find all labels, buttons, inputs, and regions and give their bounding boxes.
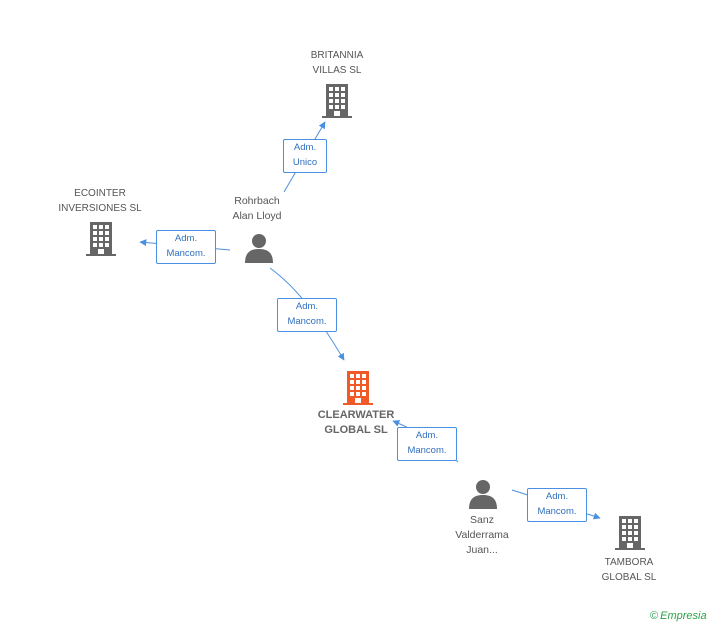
copyright-symbol: ©: [650, 610, 659, 622]
edge-role-line: Mancom.: [537, 506, 577, 517]
brand-name: Empresia: [660, 610, 707, 622]
building-icon[interactable]: [615, 516, 645, 550]
building-icon[interactable]: [322, 84, 352, 118]
node-name-line: Alan Lloyd: [232, 210, 282, 222]
edge-label-sanz-clearwater: Adm. Mancom.: [397, 427, 457, 461]
node-name-line: CLEARWATER: [317, 409, 395, 421]
node-name-line: TAMBORA: [604, 557, 654, 568]
node-name-line: Sanz: [470, 514, 494, 526]
node-rohrbach-label[interactable]: Rohrbach Alan Lloyd: [218, 194, 296, 224]
edge-role-line: Mancom.: [287, 316, 327, 327]
edge-role-line: Mancom.: [407, 445, 447, 456]
empresia-logo: ©Empresia: [650, 610, 707, 622]
node-name-line: GLOBAL SL: [601, 572, 657, 583]
node-tambora-label[interactable]: TAMBORA GLOBAL SL: [590, 555, 668, 585]
person-icon[interactable]: [245, 234, 273, 263]
node-britannia-label[interactable]: BRITANNIA VILLAS SL: [298, 48, 376, 78]
node-sanz-label[interactable]: Sanz Valderrama Juan...: [442, 513, 522, 558]
node-name-line: ECOINTER: [74, 188, 126, 199]
building-icon[interactable]: [343, 371, 373, 405]
edge-role-line: Adm.: [174, 233, 198, 244]
building-icon[interactable]: [86, 222, 116, 256]
node-name-line: Juan...: [466, 544, 498, 556]
edge-role-line: Adm.: [415, 430, 439, 441]
edge-label-rohrbach-britannia: Adm. Unico: [283, 139, 327, 173]
node-name-line: Valderrama: [455, 529, 509, 541]
edge-role-line: Mancom.: [166, 248, 206, 259]
node-name-line: Rohrbach: [234, 195, 280, 207]
node-name-line: VILLAS SL: [312, 65, 362, 76]
node-name-line: BRITANNIA: [310, 50, 364, 61]
edge-role-line: Adm.: [545, 491, 569, 502]
node-clearwater-label[interactable]: CLEARWATER GLOBAL SL: [308, 408, 404, 438]
person-icon[interactable]: [469, 480, 497, 509]
edge-label-rohrbach-clearwater: Adm. Mancom.: [277, 298, 337, 332]
node-name-line: INVERSIONES SL: [58, 203, 142, 214]
edge-role-line: Adm.: [295, 301, 319, 312]
edge-role-line: Adm.: [293, 142, 317, 153]
node-name-line: GLOBAL SL: [324, 424, 388, 436]
node-ecointer-label[interactable]: ECOINTER INVERSIONES SL: [52, 186, 148, 216]
edge-label-rohrbach-ecointer: Adm. Mancom.: [156, 230, 216, 264]
edge-label-sanz-tambora: Adm. Mancom.: [527, 488, 587, 522]
edge-role-line: Unico: [292, 157, 318, 168]
